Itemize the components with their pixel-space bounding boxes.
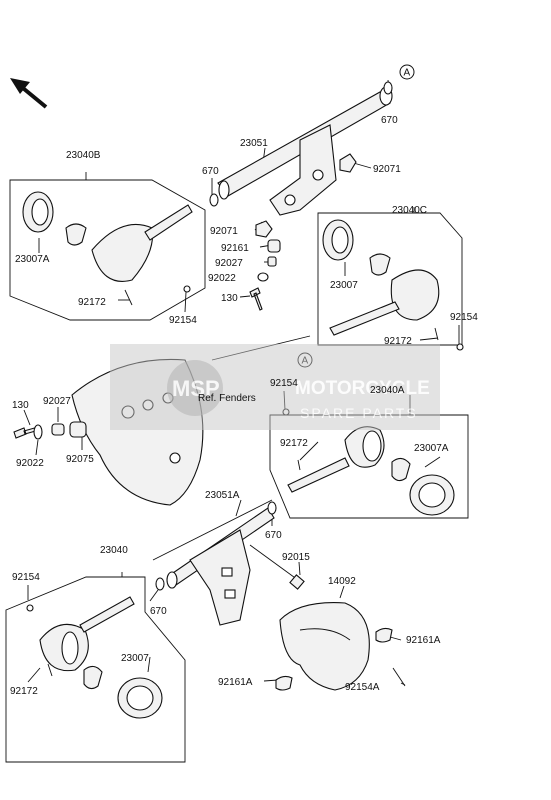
label-92172-left: 92172 [78, 297, 106, 308]
collar-92027-top [267, 256, 277, 267]
grommet-92161A-right [375, 627, 393, 643]
washer-92022-left [33, 424, 43, 440]
cover-14092 [279, 602, 370, 691]
grommet-92161A-left [275, 675, 293, 691]
label-92027-left: 92027 [43, 396, 71, 407]
kit-frame-23040 [5, 576, 186, 763]
watermark-line2: SPARE PARTS [300, 405, 418, 421]
label-92161: 92161 [221, 243, 249, 254]
grommet-92161 [267, 239, 281, 253]
direction-arrow-icon [10, 78, 48, 109]
label-92161A-right: 92161A [406, 635, 441, 646]
kit-frame-23040A [269, 414, 469, 519]
turn-signal-23040A [282, 408, 455, 516]
label-92015: 92015 [282, 552, 310, 563]
label-23007-bottom: 23007 [121, 653, 149, 664]
ref-fenders-label: Ref. Fenders [198, 393, 256, 404]
label-14092: 14092 [328, 576, 356, 587]
label-92027-top: 92027 [215, 258, 243, 269]
turn-signal-23040 [26, 596, 163, 719]
washer-92022-top [257, 272, 269, 282]
watermark-logo-text: MSP [172, 376, 220, 401]
clip-92015 [289, 574, 305, 590]
label-670-top: 670 [381, 115, 398, 126]
clip-92071-right [339, 153, 357, 173]
label-92161A-left: 92161A [218, 677, 253, 688]
label-670-bottom: 670 [150, 606, 167, 617]
turn-signal-23040B [22, 191, 193, 306]
label-92022-left: 92022 [16, 458, 44, 469]
reference-marker-a-top: A [399, 64, 415, 80]
marker-a-top-text: A [404, 68, 411, 79]
label-130-left: 130 [12, 400, 29, 411]
label-92154-left: 92154 [169, 315, 197, 326]
marker-a-bottom-text: A [302, 356, 309, 367]
label-92071-right: 92071 [373, 164, 401, 175]
watermark: MSP MOTORCYCLE SPARE PARTS [110, 344, 440, 430]
part-labels: 670 23051 92071 23040B 670 23007A 92172 … [10, 115, 478, 697]
label-23007: 23007 [330, 280, 358, 291]
label-670-left: 670 [202, 166, 219, 177]
label-23040B: 23040B [66, 150, 101, 161]
turn-signal-23040C [322, 219, 464, 351]
kit-frame-23040C [317, 212, 463, 346]
clip-92071-left [255, 220, 273, 238]
label-92172-bottom: 92172 [10, 686, 38, 697]
label-92071-left: 92071 [210, 226, 238, 237]
watermark-line1: MOTORCYCLE [295, 378, 430, 399]
turn-signal-bracket-23051 [217, 86, 393, 216]
label-92154A: 92154A [345, 682, 380, 693]
label-92172-right: 92172 [384, 336, 412, 347]
label-92154-right: 92154 [450, 312, 478, 323]
washer-670-bottom [155, 577, 165, 591]
screw-92154A [392, 667, 406, 687]
collar-92027-left [51, 423, 65, 436]
label-23007A-left: 23007A [15, 254, 50, 265]
washer-670-mid [267, 501, 277, 515]
label-92022-top: 92022 [208, 273, 236, 284]
kit-frame-23040B [9, 179, 206, 321]
label-23051: 23051 [240, 138, 268, 149]
label-23040C: 23040C [392, 205, 427, 216]
label-92154-mid: 92154 [270, 378, 298, 389]
grommet-92075 [69, 421, 87, 438]
washer-670-top [383, 81, 393, 95]
label-23040: 23040 [100, 545, 128, 556]
reference-marker-a-bottom: A [297, 352, 313, 368]
label-92075: 92075 [66, 454, 94, 465]
label-92172-mid: 92172 [280, 438, 308, 449]
label-130-top: 130 [221, 293, 238, 304]
rear-bracket-23051A [166, 507, 275, 626]
washer-670-left [209, 193, 219, 207]
bolt-130-top [249, 287, 263, 311]
label-670-mid: 670 [265, 530, 282, 541]
label-23040A: 23040A [370, 385, 405, 396]
label-23007A-right: 23007A [414, 443, 449, 454]
label-23051A: 23051A [205, 490, 240, 501]
label-92154-bottom: 92154 [12, 572, 40, 583]
